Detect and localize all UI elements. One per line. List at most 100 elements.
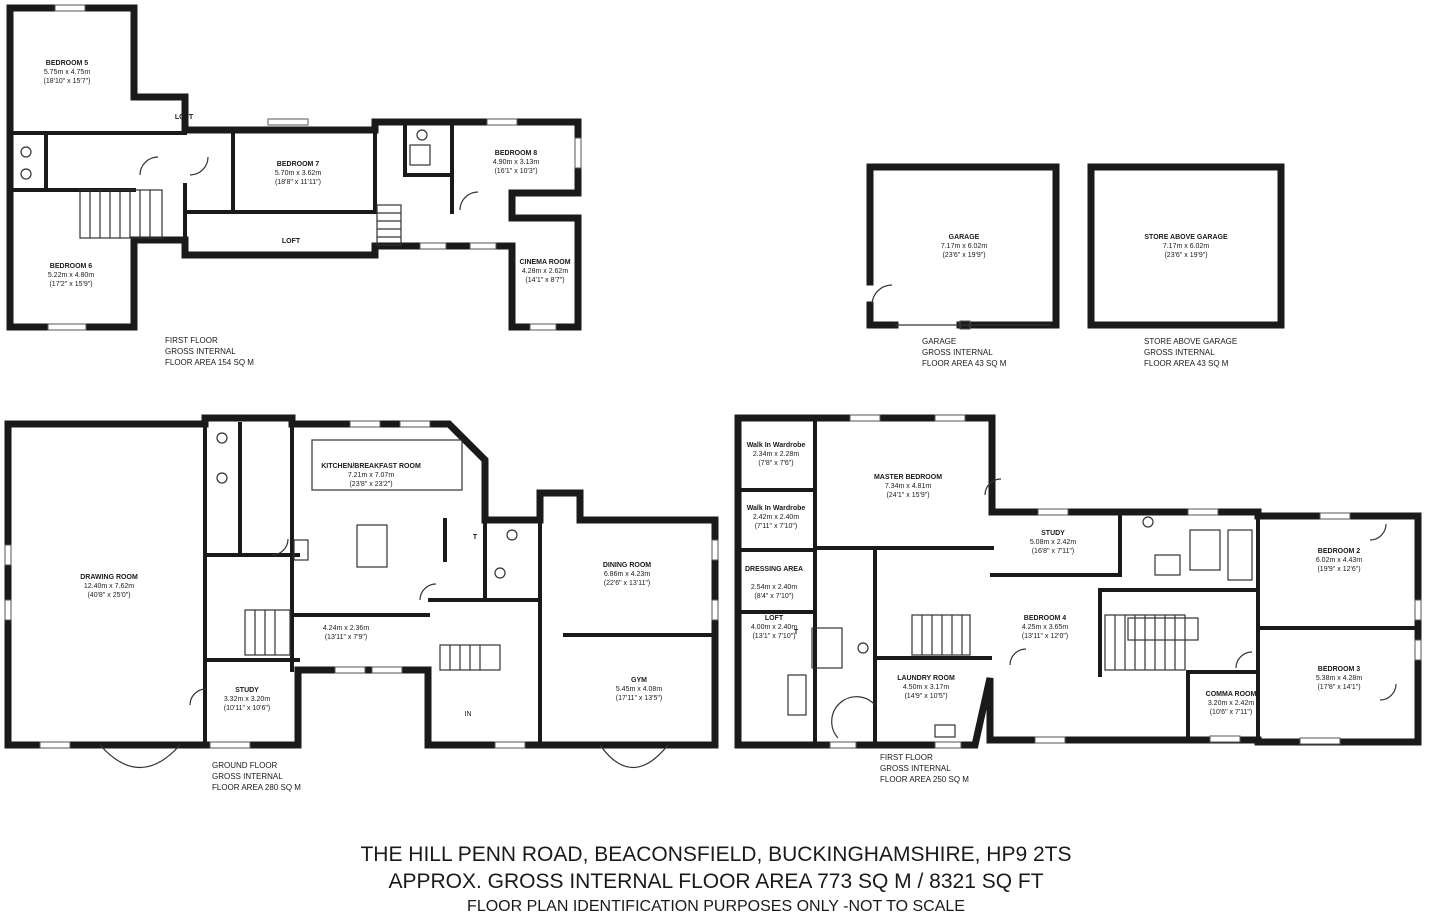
room-metric: 4.50m x 3.17m — [903, 684, 949, 691]
t-mark: T — [794, 629, 799, 636]
room-name: LOFT — [175, 114, 194, 121]
room-imperial: (13'11" x 7'9") — [325, 634, 368, 641]
room-name: STORE ABOVE GARAGE — [1144, 234, 1228, 241]
room-metric: 7.34m x 4.81m — [885, 483, 931, 490]
caption-line: STORE ABOVE GARAGE — [1144, 337, 1237, 346]
room-name: BEDROOM 6 — [50, 263, 93, 270]
room-label: LOFT — [175, 114, 194, 121]
room-name: BEDROOM 4 — [1024, 615, 1067, 622]
caption-line: FLOOR AREA 154 SQ M — [165, 358, 254, 367]
room-metric: 6.86m x 4.23m — [604, 571, 650, 578]
room-imperial: (7'11" x 7'10") — [755, 523, 798, 530]
room-label: BEDROOM 2 6.02m x 4.43m (19'9" x 12'6") — [1316, 548, 1362, 573]
room-name: GARAGE — [949, 234, 980, 241]
room-imperial: (23'6" x 19'9") — [942, 252, 985, 259]
room-name: BEDROOM 3 — [1318, 666, 1361, 673]
gross-area-summary: APPROX. GROSS INTERNAL FLOOR AREA 773 SQ… — [388, 870, 1044, 893]
first-floor-upper-plan — [6, 4, 582, 331]
room-label: LOFT 4.00m x 2.40m (13'1" x 7'10") — [751, 615, 797, 640]
store-plan — [1087, 163, 1285, 329]
room-name: STUDY — [1041, 530, 1065, 537]
room-label: BEDROOM 6 5.22m x 4.80m (17'2" x 15'9") — [48, 263, 94, 288]
room-name: DINING ROOM — [603, 562, 651, 569]
room-name: LOFT — [282, 238, 301, 245]
room-label: STORE ABOVE GARAGE 7.17m x 6.02m (23'6" … — [1144, 234, 1228, 259]
floor-caption: GARAGE GROSS INTERNAL FLOOR AREA 43 SQ M — [922, 337, 1007, 368]
room-imperial: (10'6" x 7'11") — [1210, 709, 1253, 716]
room-imperial: (7'8" x 7'6") — [758, 460, 793, 467]
room-name: BEDROOM 2 — [1318, 548, 1361, 555]
room-metric: 5.22m x 4.80m — [48, 272, 94, 279]
room-imperial: (23'8" x 23'2") — [349, 481, 392, 488]
room-label: DRAWING ROOM 12.40m x 7.62m (40'8" x 25'… — [80, 574, 138, 599]
room-label: LOFT — [282, 238, 301, 245]
room-metric: 5.45m x 4.08m — [616, 686, 662, 693]
room-label: COMMA ROOM 3.20m x 2.42m (10'6" x 7'11") — [1206, 691, 1257, 716]
room-imperial: (8'4" x 7'10") — [754, 593, 793, 600]
property-address: THE HILL PENN ROAD, BEACONSFIELD, BUCKIN… — [360, 843, 1072, 866]
caption-line: GROUND FLOOR — [212, 761, 278, 770]
room-label: KITCHEN/BREAKFAST ROOM 7.21m x 7.07m (23… — [321, 463, 421, 488]
caption-line: FLOOR AREA 43 SQ M — [1144, 359, 1229, 368]
room-imperial: (16'8" x 7'11") — [1032, 548, 1075, 555]
room-metric: 6.02m x 4.43m — [1316, 557, 1362, 564]
room-metric: 4.28m x 2.62m — [522, 268, 568, 275]
room-name: LOFT — [765, 615, 784, 622]
room-metric: 12.40m x 7.62m — [84, 583, 134, 590]
room-imperial: (13'1" x 7'10") — [752, 633, 795, 640]
caption-line: FLOOR AREA 280 SQ M — [212, 783, 301, 792]
room-label: CINEMA ROOM 4.28m x 2.62m (14'1" x 8'7") — [519, 259, 570, 284]
room-label: BEDROOM 7 5.70m x 3.62m (18'8" x 11'11") — [275, 161, 321, 186]
caption-line: GROSS INTERNAL — [165, 347, 236, 356]
garage-plan — [866, 163, 1060, 330]
room-name: BEDROOM 7 — [277, 161, 320, 168]
room-imperial: (18'10" x 15'7") — [44, 78, 91, 85]
room-metric: 7.17m x 6.02m — [1163, 243, 1209, 250]
caption-line: GROSS INTERNAL — [1144, 348, 1215, 357]
room-metric: 4.25m x 3.65m — [1022, 624, 1068, 631]
room-metric: 4.90m x 3.13m — [493, 159, 539, 166]
room-imperial: (40'8" x 25'0") — [87, 592, 130, 599]
room-imperial: (17'11" x 13'5") — [616, 695, 662, 702]
room-metric: 2.34m x 2.28m — [753, 451, 799, 458]
room-label: STUDY 3.32m x 3.20m (10'11" x 10'6") — [224, 687, 271, 712]
room-label: 4.24m x 2.36m (13'11" x 7'9") — [323, 625, 369, 641]
room-name: COMMA ROOM — [1206, 691, 1257, 698]
room-metric: 5.08m x 2.42m — [1030, 539, 1076, 546]
room-label: DINING ROOM 6.86m x 4.23m (22'6" x 13'11… — [603, 562, 651, 587]
room-label: BEDROOM 8 4.90m x 3.13m (16'1" x 10'3") — [493, 150, 539, 175]
room-metric: 3.20m x 2.42m — [1208, 700, 1254, 707]
room-imperial: (17'2" x 15'9") — [49, 281, 92, 288]
caption-line: FIRST FLOOR — [880, 753, 933, 762]
first-floor-main-plan — [734, 414, 1422, 749]
room-name: KITCHEN/BREAKFAST ROOM — [321, 463, 421, 470]
ground-floor-plan — [4, 414, 719, 769]
room-metric: 2.54m x 2.40m — [751, 584, 797, 591]
room-name: DRESSING AREA — [745, 566, 803, 573]
disclaimer: FLOOR PLAN IDENTIFICATION PURPOSES ONLY … — [467, 898, 965, 915]
room-label: Walk In Wardrobe 2.42m x 2.40m (7'11" x … — [747, 505, 806, 530]
floor-caption: GROUND FLOOR GROSS INTERNAL FLOOR AREA 2… — [212, 761, 301, 792]
caption-line: GROSS INTERNAL — [212, 772, 283, 781]
room-metric: 7.21m x 7.07m — [348, 472, 394, 479]
room-label: DRESSING AREA 2.54m x 2.40m (8'4" x 7'10… — [745, 566, 803, 600]
room-metric: 4.00m x 2.40m — [751, 624, 797, 631]
room-imperial: (14'9" x 10'5") — [904, 693, 947, 700]
room-metric: 3.32m x 3.20m — [224, 696, 270, 703]
room-imperial: (13'11" x 12'0") — [1022, 633, 1068, 640]
room-imperial: (19'9" x 12'6") — [1317, 566, 1360, 573]
floor-caption: FIRST FLOOR GROSS INTERNAL FLOOR AREA 15… — [165, 336, 254, 367]
room-name: GYM — [631, 677, 647, 684]
room-metric: 7.17m x 6.02m — [941, 243, 987, 250]
room-label: GYM 5.45m x 4.08m (17'11" x 13'5") — [616, 677, 663, 702]
floor-caption: STORE ABOVE GARAGE GROSS INTERNAL FLOOR … — [1144, 337, 1237, 368]
caption-line: FLOOR AREA 43 SQ M — [922, 359, 1007, 368]
room-metric: 5.38m x 4.28m — [1316, 675, 1362, 682]
room-name: BEDROOM 8 — [495, 150, 538, 157]
room-label: Walk In Wardrobe 2.34m x 2.28m (7'8" x 7… — [747, 442, 806, 467]
room-name: BEDROOM 5 — [46, 60, 89, 67]
caption-line: GROSS INTERNAL — [880, 764, 951, 773]
room-metric: 2.42m x 2.40m — [753, 514, 799, 521]
room-imperial: (17'8" x 14'1") — [1317, 684, 1360, 691]
